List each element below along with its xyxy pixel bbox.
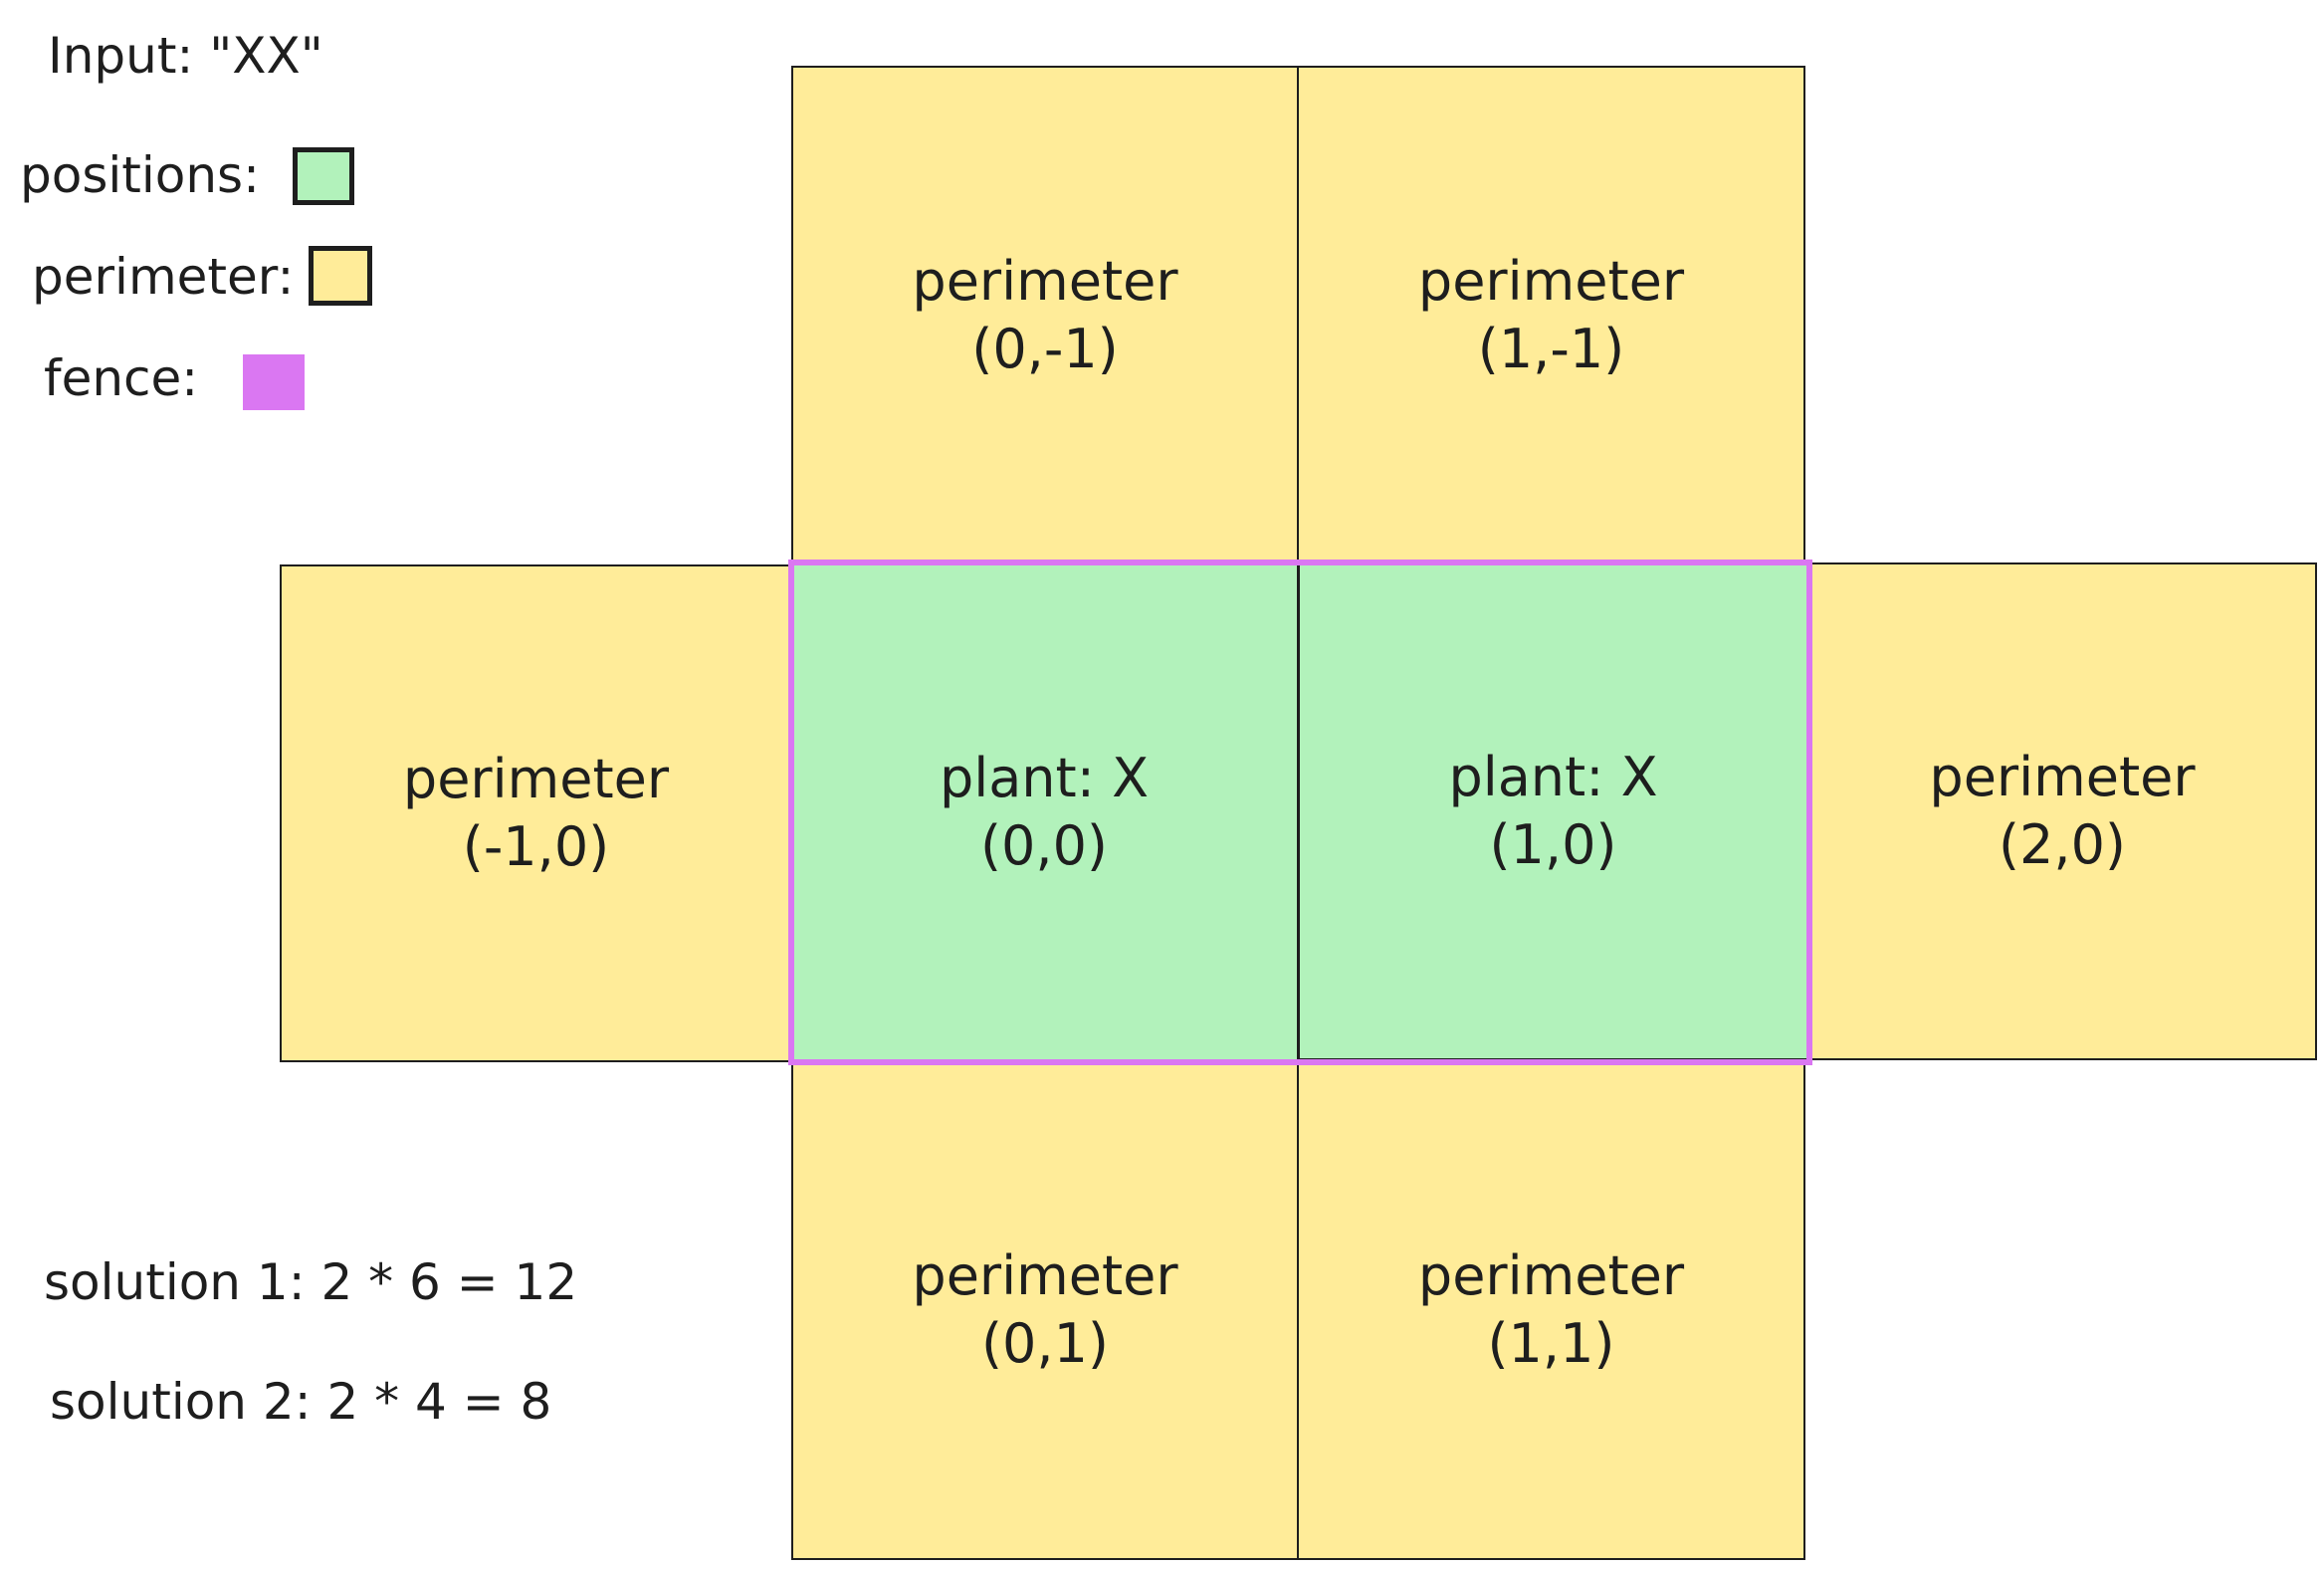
solution-one: solution 1: 2 * 6 = 12	[44, 1253, 578, 1311]
cell-coordinates: (0,-1)	[971, 318, 1119, 380]
perimeter-cell-0-1: perimeter (0,1)	[791, 1060, 1299, 1560]
perimeter-cell-0-neg1: perimeter (0,-1)	[791, 66, 1299, 565]
cell-label: perimeter	[1417, 250, 1685, 313]
cell-label: perimeter	[402, 748, 670, 810]
perimeter-cell-2-0: perimeter (2,0)	[1807, 562, 2317, 1060]
legend-fence-swatch	[243, 354, 305, 410]
position-cell-0-0: plant: X (0,0)	[789, 562, 1299, 1062]
input-label: Input: "XX"	[48, 27, 323, 85]
cell-coordinates: (0,0)	[979, 814, 1108, 877]
cell-coordinates: (-1,0)	[462, 815, 610, 878]
cell-coordinates: (1,0)	[1489, 813, 1617, 876]
cell-label: perimeter	[1417, 1244, 1685, 1307]
legend-positions-swatch	[293, 147, 354, 205]
cell-label: perimeter	[912, 1244, 1178, 1307]
solution-two: solution 2: 2 * 4 = 8	[50, 1373, 552, 1431]
cell-label: perimeter	[1929, 746, 2196, 808]
legend-fence-label: fence:	[44, 349, 199, 407]
legend-perimeter-label: perimeter:	[32, 248, 295, 306]
position-cell-1-0: plant: X (1,0)	[1297, 562, 1809, 1060]
cell-coordinates: (2,0)	[1998, 813, 2126, 876]
perimeter-cell-1-neg1: perimeter (1,-1)	[1297, 66, 1805, 565]
cell-label: plant: X	[939, 747, 1150, 809]
perimeter-cell-1-1: perimeter (1,1)	[1297, 1060, 1805, 1560]
cell-label: plant: X	[1448, 746, 1658, 808]
cell-label: perimeter	[912, 250, 1178, 313]
cell-coordinates: (0,1)	[980, 1312, 1109, 1375]
legend-positions-label: positions:	[20, 146, 260, 204]
plant-cell-divider	[1297, 565, 1300, 1059]
perimeter-cell-neg1-0: perimeter (-1,0)	[280, 564, 792, 1062]
cell-coordinates: (1,1)	[1487, 1312, 1615, 1375]
legend-perimeter-swatch	[309, 246, 372, 306]
cell-coordinates: (1,-1)	[1477, 318, 1625, 380]
